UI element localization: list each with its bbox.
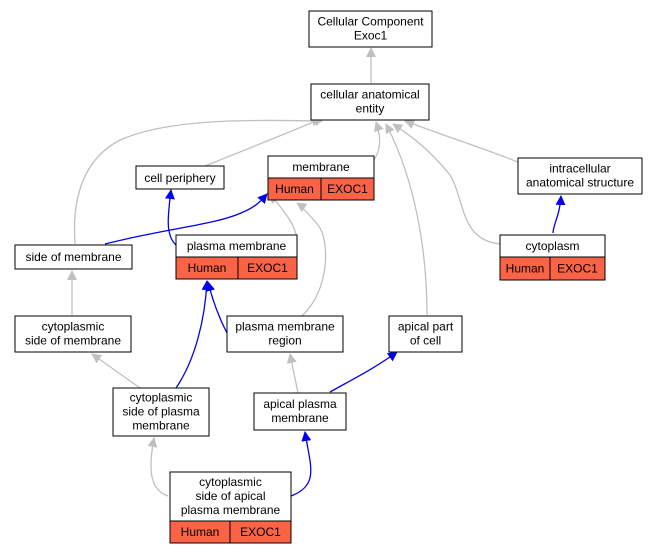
node-membrane[interactable]: membrane Human EXOC1 bbox=[267, 155, 375, 201]
edge-cyto-side-pm-to-pm bbox=[175, 280, 212, 389]
node-plasma-membrane-region[interactable]: plasma membrane region bbox=[226, 315, 344, 353]
edge-apical-part-to-cae bbox=[385, 123, 428, 316]
edge-cytoplasm-to-intracellular bbox=[552, 195, 566, 234]
edge-pm-to-cell-periphery bbox=[164, 189, 177, 246]
node-label: cytoplasmic bbox=[199, 475, 262, 489]
node-apical-part-of-cell[interactable]: apical part of cell bbox=[388, 315, 463, 353]
edge-side-of-membrane-to-cae bbox=[73, 115, 323, 245]
node-cytoplasmic-side-of-plasma-membrane[interactable]: cytoplasmic side of plasma membrane bbox=[112, 387, 210, 437]
node-label: apical part bbox=[398, 320, 454, 334]
node-label: membrane bbox=[271, 411, 329, 425]
annotation-species: Human bbox=[506, 262, 545, 276]
node-side-of-membrane[interactable]: side of membrane bbox=[14, 244, 133, 270]
node-cellular-anatomical-entity[interactable]: cellular anatomical entity bbox=[310, 83, 430, 121]
node-label: apical plasma bbox=[263, 397, 337, 411]
node-label: membrane bbox=[292, 160, 350, 174]
node-label: anatomical structure bbox=[526, 176, 634, 190]
annotation-gene: EXOC1 bbox=[557, 262, 598, 276]
node-label: cytoplasmic bbox=[130, 391, 193, 405]
node-label: side of membrane bbox=[25, 334, 121, 348]
annotation-species: Human bbox=[181, 525, 220, 539]
node-label: region bbox=[268, 334, 301, 348]
node-label: side of plasma bbox=[122, 405, 200, 419]
node-label: entity bbox=[356, 102, 385, 116]
annotation-gene-cell bbox=[320, 177, 375, 201]
annotation-species: Human bbox=[275, 182, 314, 196]
node-label: intracellular bbox=[549, 162, 610, 176]
node-cytoplasmic-side-of-membrane[interactable]: cytoplasmic side of membrane bbox=[14, 315, 132, 353]
annotation-gene: EXOC1 bbox=[327, 182, 368, 196]
root-label-line2: Exoc1 bbox=[354, 29, 388, 43]
edge-apical-pm-to-apical-part bbox=[329, 351, 398, 393]
node-label: side of membrane bbox=[25, 250, 121, 264]
annotation-gene: EXOC1 bbox=[240, 525, 281, 539]
edge-apical-pm-to-pm-region bbox=[286, 353, 299, 394]
root-label-line1: Cellular Component bbox=[317, 15, 424, 29]
node-cell-periphery[interactable]: cell periphery bbox=[135, 165, 225, 190]
edge-cell-periphery-to-cae bbox=[204, 116, 324, 167]
edge-cyto-side-pm-to-cyto-side bbox=[91, 353, 141, 389]
node-cytoplasm[interactable]: cytoplasm Human EXOC1 bbox=[499, 234, 606, 281]
edge-membrane-to-cae bbox=[373, 121, 384, 161]
node-plasma-membrane[interactable]: plasma membrane Human EXOC1 bbox=[175, 234, 298, 280]
annotation-species: Human bbox=[188, 261, 227, 275]
node-label: cytoplasmic bbox=[42, 320, 105, 334]
node-intracellular-anatomical-structure[interactable]: intracellular anatomical structure bbox=[517, 157, 643, 195]
node-cellular-component-root[interactable]: Cellular Component Exoc1 bbox=[308, 10, 433, 48]
annotation-gene-cell bbox=[549, 256, 606, 281]
edge-cytoplasm-to-cae bbox=[392, 123, 501, 245]
edge-cyto-side-apical-to-cyto-side-pm bbox=[147, 437, 169, 497]
edge-intracellular-to-cae bbox=[404, 119, 526, 166]
node-apical-plasma-membrane[interactable]: apical plasma membrane bbox=[253, 392, 347, 431]
edge-side-of-membrane-to-membrane bbox=[104, 193, 268, 245]
annotation-gene: EXOC1 bbox=[247, 261, 288, 275]
edges bbox=[67, 47, 566, 497]
node-label: cytoplasm bbox=[525, 239, 579, 253]
node-label: side of apical bbox=[195, 489, 265, 503]
node-label: plasma membrane bbox=[181, 503, 281, 517]
node-label: of cell bbox=[410, 334, 441, 348]
annotation-gene-cell bbox=[229, 520, 292, 544]
node-label: cell periphery bbox=[144, 171, 215, 185]
node-label: plasma membrane bbox=[235, 320, 335, 334]
node-label: cellular anatomical bbox=[320, 88, 419, 102]
edge-pm-region-to-membrane bbox=[296, 202, 327, 317]
annotation-gene-cell bbox=[237, 256, 298, 280]
node-label: membrane bbox=[132, 419, 190, 433]
node-label: plasma membrane bbox=[187, 239, 287, 253]
edge-cyto-side-apical-to-apical-pm bbox=[290, 431, 312, 497]
node-cytoplasmic-side-of-apical-plasma-membrane[interactable]: cytoplasmic side of apical plasma membra… bbox=[169, 471, 292, 544]
